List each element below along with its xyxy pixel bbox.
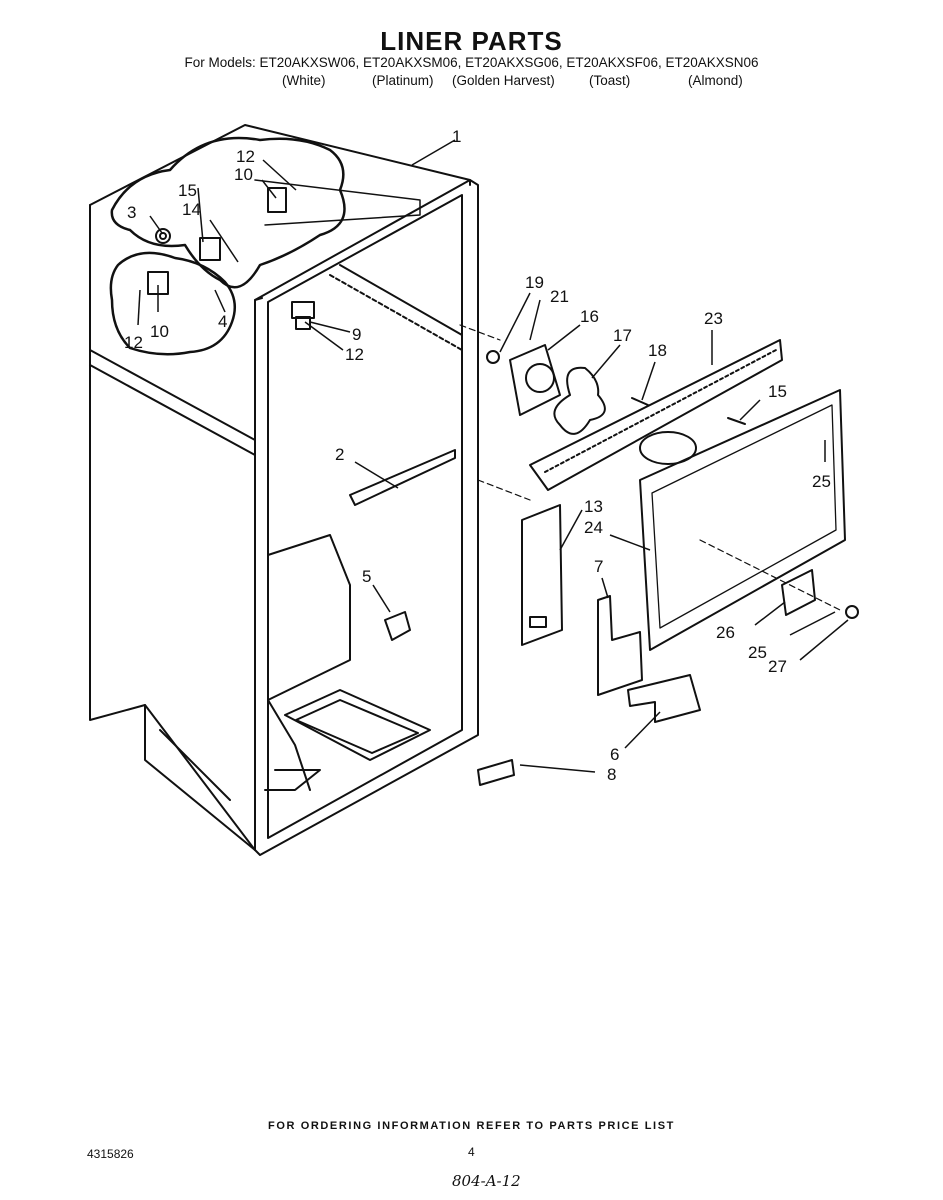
callout-25-right: 25 — [812, 472, 831, 491]
leader-lines — [137, 139, 849, 773]
callout-7: 7 — [594, 557, 603, 576]
part-23-diffuser — [529, 339, 783, 491]
part-24-panel — [639, 389, 846, 651]
callout-26: 26 — [716, 623, 735, 642]
callout-14: 14 — [182, 200, 201, 219]
callout-13: 13 — [584, 497, 603, 516]
part-6-bracket — [627, 674, 701, 723]
callout-9: 9 — [352, 325, 361, 344]
color-platinum: (Platinum) — [372, 73, 434, 88]
callout-15-right: 15 — [768, 382, 787, 401]
part-13-cover — [521, 504, 563, 646]
callout-17: 17 — [613, 326, 632, 345]
models-line: For Models: ET20AKXSW06, ET20AKXSM06, ET… — [184, 55, 759, 70]
part-27-knob — [845, 605, 859, 619]
document-number: 4315826 — [87, 1147, 134, 1161]
callout-12-top: 12 — [236, 147, 255, 166]
callout-10-lower: 10 — [150, 322, 169, 341]
callout-21: 21 — [550, 287, 569, 306]
color-white: (White) — [282, 73, 326, 88]
ordering-info-footer: FOR ORDERING INFORMATION REFER TO PARTS … — [268, 1120, 675, 1132]
callout-labels: 1 2 3 4 5 6 7 8 9 10 10 12 12 12 13 14 1… — [124, 127, 831, 784]
callout-19: 19 — [525, 273, 544, 292]
part-2-rail — [349, 449, 456, 506]
callout-12-middle: 12 — [345, 345, 364, 364]
callout-18: 18 — [648, 341, 667, 360]
cutaway-upper — [110, 136, 346, 289]
callout-25-lower: 25 — [748, 643, 767, 662]
callout-3: 3 — [127, 203, 136, 222]
callout-2: 2 — [335, 445, 344, 464]
part-7-plate — [597, 595, 643, 696]
color-golden-harvest: (Golden Harvest) — [452, 73, 555, 88]
part-16-bracket — [509, 344, 561, 416]
cutaway-lower — [109, 251, 237, 356]
part-8-trim — [477, 759, 515, 786]
callout-5: 5 — [362, 567, 371, 586]
page-title: LINER PARTS — [380, 26, 563, 56]
cabinet-liner — [89, 124, 479, 856]
callout-27: 27 — [768, 657, 787, 676]
callout-10-upper: 10 — [234, 165, 253, 184]
part-16-motor — [525, 363, 555, 393]
part-5-socket — [384, 611, 411, 641]
color-toast: (Toast) — [589, 73, 631, 88]
page-number: 4 — [468, 1145, 475, 1159]
callout-24: 24 — [584, 518, 603, 537]
handwritten-note: 804-A-12 — [452, 1172, 521, 1190]
part-26-plate — [781, 569, 816, 616]
color-almond: (Almond) — [688, 73, 743, 88]
callout-15-upper: 15 — [178, 181, 197, 200]
callout-23: 23 — [704, 309, 723, 328]
callout-4: 4 — [218, 312, 227, 331]
callout-6: 6 — [610, 745, 619, 764]
callout-1: 1 — [452, 127, 461, 146]
callout-16: 16 — [580, 307, 599, 326]
callout-12-lower: 12 — [124, 333, 143, 352]
part-17-fan-blade — [553, 366, 606, 435]
callout-8: 8 — [607, 765, 616, 784]
